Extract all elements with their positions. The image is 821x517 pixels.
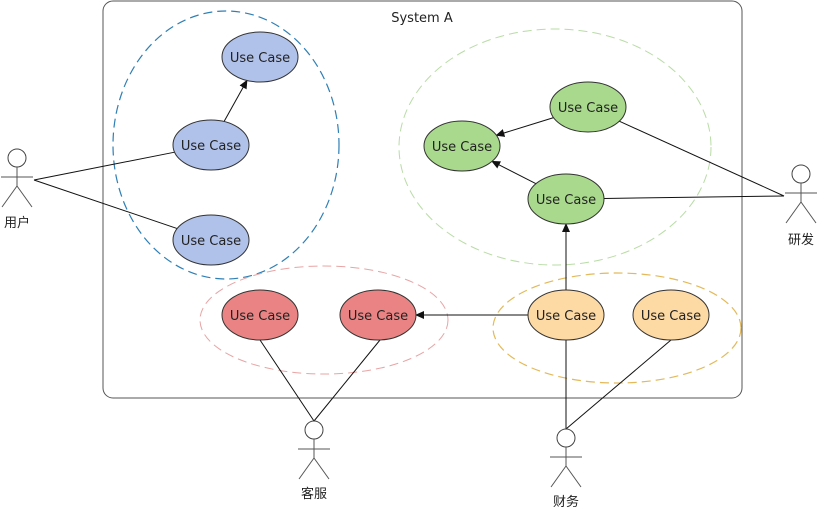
use-case-b1[interactable]: Use Case [221,31,299,83]
include-arrow-g3-g2[interactable] [491,160,537,185]
use-case-o1[interactable]: Use Case [527,289,605,341]
actor-right-leg [800,201,817,224]
association-line-rd-g1[interactable] [619,120,785,197]
use-case-o2[interactable]: Use Case [632,289,710,341]
use-case-shape[interactable] [172,119,250,171]
use-case-label: Use Case [348,309,408,324]
actor-label: 用户 [4,215,30,231]
actor-cs[interactable]: 客服 [298,420,330,502]
use-case-g1[interactable]: Use Case [549,81,627,133]
use-case-label: Use Case [641,309,701,324]
use-case-label: Use Case [181,139,241,154]
actor-right-leg [16,185,33,208]
actor-label: 财务 [553,494,579,510]
actor-left-leg [785,201,802,224]
use-case-shape[interactable] [527,289,605,341]
actor-head-icon [556,428,576,448]
actor-rd[interactable]: 研发 [785,164,817,248]
group-boundary-orange[interactable] [492,272,742,384]
use-case-label: Use Case [536,193,596,208]
system-title: System A [391,11,453,26]
use-case-r2[interactable]: Use Case [339,289,417,341]
use-case-shape[interactable] [221,289,299,341]
actor-label: 研发 [788,232,814,248]
use-case-label: Use Case [230,309,290,324]
use-case-label: Use Case [536,309,596,324]
actor-fin[interactable]: 财务 [550,428,582,510]
use-case-label: Use Case [230,51,290,66]
use-case-shape[interactable] [221,31,299,83]
actor-left-leg [1,185,18,208]
use-case-b3[interactable]: Use Case [172,214,250,266]
use-case-b2[interactable]: Use Case [172,119,250,171]
use-case-shape[interactable] [632,289,710,341]
include-arrow-g1-g2[interactable] [495,117,554,137]
use-case-shape[interactable] [339,289,417,341]
group-boundary-blue[interactable] [112,10,340,280]
association-line-fin-o2[interactable] [565,339,672,430]
actor-label: 客服 [301,486,327,502]
actor-left-leg [298,457,315,480]
use-case-r1[interactable]: Use Case [221,289,299,341]
association-line-user-b3[interactable] [33,179,178,230]
use-case-label: Use Case [181,234,241,249]
group-boundary-red[interactable] [199,265,449,375]
actor-right-leg [565,465,582,488]
actor-head-icon [7,148,27,168]
association-line-cs-r2[interactable] [313,339,381,422]
use-case-label: Use Case [432,140,492,155]
use-case-shape[interactable] [172,214,250,266]
association-line-rd-g3[interactable] [603,195,785,199]
actor-head-icon [791,164,811,184]
actor-right-leg [313,457,330,480]
actor-left-leg [550,465,567,488]
actor-user[interactable]: 用户 [1,148,33,231]
use-case-g2[interactable]: Use Case [423,120,501,172]
system-boundary[interactable] [102,0,743,399]
use-case-shape[interactable] [527,173,605,225]
use-case-g3[interactable]: Use Case [527,173,605,225]
use-case-shape[interactable] [549,81,627,133]
use-case-label: Use Case [558,101,618,116]
association-line-user-b2[interactable] [33,151,175,181]
group-boundary-green[interactable] [398,28,712,266]
actor-head-icon [304,420,324,440]
association-line-cs-r1[interactable] [259,339,315,422]
use-case-shape[interactable] [423,120,501,172]
include-arrow-b2-b1[interactable] [223,79,248,122]
